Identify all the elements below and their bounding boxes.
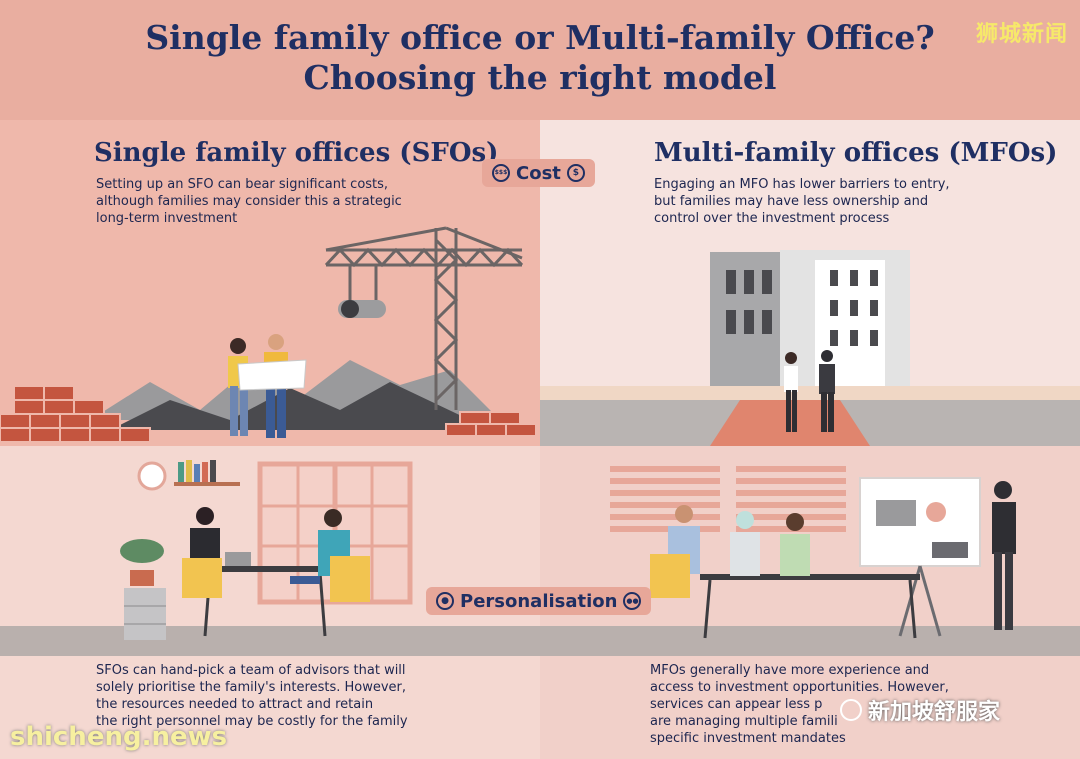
sfo-cost-text: Setting up an SFO can bear significant c… <box>96 176 402 227</box>
title-banner <box>0 0 1080 120</box>
mfo-pers-line-1: MFOs generally have more experience and <box>650 663 930 678</box>
personalisation-label: ● Personalisation ●● <box>426 587 652 615</box>
sfo-office-illustration <box>120 460 413 640</box>
mfo-personalisation-text: MFOs generally have more experience and … <box>650 662 949 747</box>
group-icon: ●● <box>623 592 642 610</box>
watermark-bottom-right-text: 新加坡舒服家 <box>868 700 1001 725</box>
watermark-bottom-right: 新加坡舒服家 <box>840 694 1000 726</box>
cost-label-text: Cost <box>516 162 561 184</box>
sfo-cost-line-2: although families may consider this a st… <box>96 194 402 209</box>
title-line-2: Choosing the right model <box>303 58 777 97</box>
mfo-cost-text: Engaging an MFO has lower barriers to en… <box>654 176 950 227</box>
mfo-heading: Multi-family offices (MFOs) <box>654 138 1058 168</box>
mfo-office-illustration <box>610 466 1016 639</box>
sfo-construction-illustration <box>0 226 537 443</box>
sfo-pers-line-1: SFOs can hand-pick a team of advisors th… <box>96 663 406 678</box>
mfo-building-illustration <box>540 250 1080 446</box>
mfo-pers-line-5: specific investment mandates <box>650 731 846 746</box>
watermark-top-right: 狮城新闻 <box>975 22 1068 47</box>
sfo-pers-line-4: the right personnel may be costly for th… <box>96 714 408 729</box>
mfo-cost-line-2: but families may have less ownership and <box>654 194 929 209</box>
sfo-cost-line-3: long-term investment <box>96 211 238 226</box>
mfo-pers-line-4: are managing multiple famili <box>650 714 838 729</box>
dollars-icon: $$$ <box>492 164 510 182</box>
dollar-icon: $ <box>566 164 585 182</box>
sfo-cost-line-1: Setting up an SFO can bear significant c… <box>96 177 389 192</box>
sfo-pers-line-3: the resources needed to attract and reta… <box>96 697 374 712</box>
sfo-personalisation-text: SFOs can hand-pick a team of advisors th… <box>96 662 408 730</box>
mfo-pers-line-3: services can appear less p <box>650 697 823 712</box>
wechat-icon <box>840 699 862 721</box>
sfo-pers-line-2: solely prioritise the family's interests… <box>96 680 407 695</box>
mfo-cost-line-3: control over the investment process <box>654 211 890 226</box>
cost-label: $$$ Cost $ <box>482 159 595 187</box>
mfo-cost-line-1: Engaging an MFO has lower barriers to en… <box>654 177 950 192</box>
page-title: Single family office or Multi-family Off… <box>110 18 970 98</box>
personalisation-label-text: Personalisation <box>460 590 618 612</box>
person-icon: ● <box>436 592 454 610</box>
watermark-bottom-left: shicheng.news <box>10 722 228 752</box>
mfo-pers-line-2: access to investment opportunities. Howe… <box>650 680 949 695</box>
sfo-heading: Single family offices (SFOs) <box>94 138 499 168</box>
title-line-1: Single family office or Multi-family Off… <box>145 18 935 57</box>
